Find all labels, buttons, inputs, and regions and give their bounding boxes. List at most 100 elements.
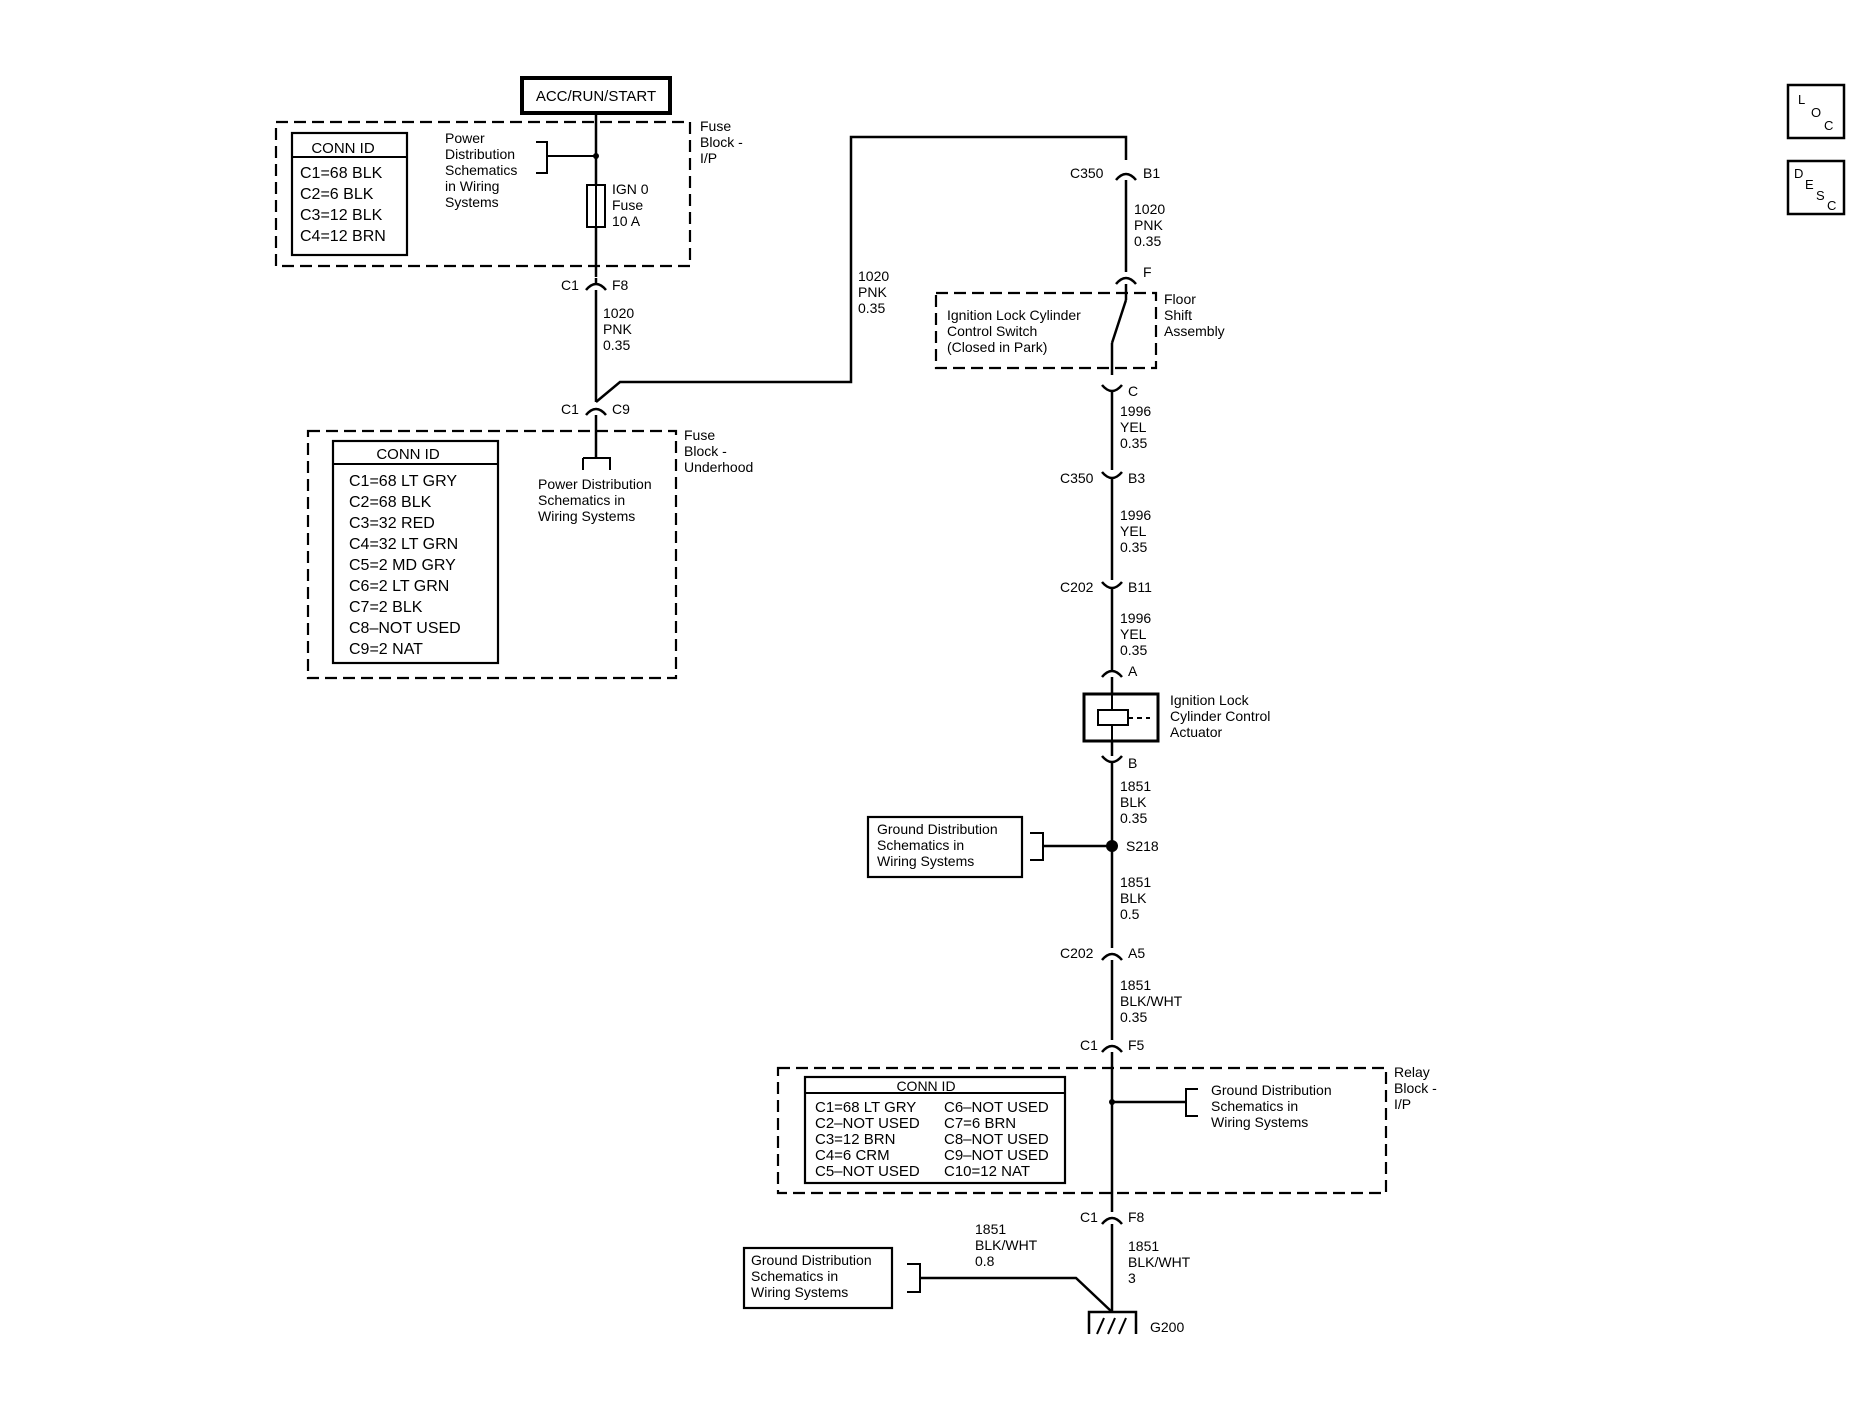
fuse-block-ip-boundary (274, 120, 692, 268)
switch-blade (1110, 299, 1128, 344)
connector-symbol (1101, 755, 1123, 764)
conn-row: C3=12 BRN (815, 1131, 895, 1148)
relay-block-boundary (776, 1066, 1388, 1195)
wire-route (595, 135, 1128, 403)
desc-icon-s: S (1816, 188, 1825, 203)
junction-dot (593, 153, 599, 159)
conn-row: C5=2 MD GRY (349, 557, 456, 574)
connector-c202-label: C202 (1060, 945, 1094, 961)
fuse-block-underhood-conn-table: CONN ID C1=68 LT GRY C2=68 BLK C3=32 RED… (331, 439, 500, 665)
floor-shift-label: Floor Shift Assembly (1164, 291, 1225, 339)
connector-f5-label: F5 (1128, 1037, 1145, 1053)
loc-button[interactable]: L O C (1786, 83, 1846, 140)
fuse-block-ip-label: Fuse Block - I/P (700, 118, 747, 166)
fuse-block-ip-conn-table: CONN ID C1=68 BLK C2=6 BLK C3=12 BLK C4=… (290, 131, 409, 257)
fuse-block-underhood-boundary (306, 429, 678, 680)
connector-f-label: F (1143, 264, 1152, 280)
wire-label-w10: 1851 BLK/WHT 3 (1128, 1238, 1194, 1286)
conn-row: C7=2 BLK (349, 599, 423, 616)
connector-symbol (1101, 581, 1123, 590)
note-bracket (1185, 1088, 1198, 1117)
loc-icon-l: L (1798, 92, 1805, 107)
conn-row: C9=2 NAT (349, 641, 423, 658)
conn-row: C2=6 BLK (300, 186, 374, 203)
conn-id-header: CONN ID (311, 140, 375, 157)
power-distribution-note-2: Power Distribution Schematics in Wiring … (538, 476, 656, 524)
wire-route (920, 1276, 1113, 1313)
conn-row: C4=12 BRN (300, 228, 386, 245)
actuator-coil (1097, 709, 1129, 726)
connector-c1-label: C1 (561, 401, 579, 417)
connector-c350-label: C350 (1070, 165, 1104, 181)
connector-symbol (1101, 669, 1123, 678)
conn-id-header: CONN ID (376, 446, 440, 463)
connector-c1-label: C1 (1080, 1037, 1098, 1053)
conn-row: C5–NOT USED (815, 1163, 920, 1180)
floor-shift-boundary (934, 291, 1158, 370)
ground-label: G200 (1150, 1319, 1184, 1335)
connector-symbol (1115, 172, 1137, 181)
connector-symbol (1101, 1044, 1123, 1053)
power-distribution-note: Power Distribution Schematics in Wiring … (445, 130, 521, 210)
conn-row: C2–NOT USED (815, 1115, 920, 1132)
loc-icon-c: C (1824, 118, 1833, 133)
connector-c1-label: C1 (1080, 1209, 1098, 1225)
connector-f8-label: F8 (612, 277, 629, 293)
connector-symbol (1101, 1216, 1123, 1225)
conn-row: C3=12 BLK (300, 207, 383, 224)
connector-b-label: B (1128, 755, 1137, 771)
connector-c9-label: C9 (612, 401, 630, 417)
conn-row: C6=2 LT GRN (349, 578, 449, 595)
wire-label-w1: 1020 PNK 0.35 (603, 305, 638, 353)
conn-row: C2=68 BLK (349, 494, 432, 511)
conn-row: C1=68 LT GRY (349, 473, 457, 490)
ground-note-box-1 (866, 815, 1024, 879)
conn-row: C6–NOT USED (944, 1099, 1049, 1116)
connector-f8-label: F8 (1128, 1209, 1145, 1225)
actuator-label: Ignition Lock Cylinder Control Actuator (1170, 692, 1274, 740)
ground-symbol (1087, 1310, 1138, 1335)
connector-symbol (1101, 952, 1123, 961)
connector-symbol (585, 407, 607, 416)
ground-note-2: Ground Distribution Schematics in Wiring… (1211, 1082, 1336, 1130)
title-text: ACC/RUN/START (536, 88, 656, 105)
wire-label-w2: 1020 PNK 0.35 (858, 268, 893, 316)
conn-row: C4=32 LT GRN (349, 536, 458, 553)
desc-icon-e: E (1805, 177, 1814, 192)
desc-icon-c: C (1827, 198, 1836, 213)
connector-b11-label: B11 (1128, 579, 1152, 595)
connector-b3-label: B3 (1128, 470, 1145, 486)
wire-label-w8: 1851 BLK 0.5 (1120, 874, 1155, 922)
conn-row: C7=6 BRN (944, 1115, 1016, 1132)
connector-c1-label: C1 (561, 277, 579, 293)
desc-button[interactable]: D E S C (1786, 159, 1846, 216)
fuse-block-underhood-label: Fuse Block - Underhood (684, 427, 753, 475)
ground-note-box-3 (742, 1246, 894, 1310)
connector-a-label: A (1128, 663, 1138, 679)
connector-symbol (1115, 276, 1137, 285)
note-bracket (536, 141, 596, 174)
wire-label-w4: 1996 YEL 0.35 (1120, 403, 1155, 451)
switch-label: Ignition Lock Cylinder Control Switch (C… (947, 307, 1085, 355)
conn-row: C1=68 BLK (300, 165, 383, 182)
wire-label-w6: 1996 YEL 0.35 (1120, 610, 1155, 658)
conn-id-header: CONN ID (896, 1078, 955, 1094)
note-bracket (907, 1263, 921, 1293)
wire-label-w7: 1851 BLK 0.35 (1120, 778, 1155, 826)
ground-note-3: Ground Distribution Schematics in Wiring… (751, 1252, 876, 1300)
conn-row: C8–NOT USED (349, 620, 461, 637)
conn-row: C9–NOT USED (944, 1147, 1049, 1164)
loc-icon-o: O (1811, 105, 1821, 120)
connector-c350-label: C350 (1060, 470, 1094, 486)
wire-label-w11: 1851 BLK/WHT 0.8 (975, 1221, 1041, 1269)
wire-label-w3: 1020 PNK 0.35 (1134, 201, 1169, 249)
conn-row: C1=68 LT GRY (815, 1099, 916, 1116)
conn-row: C3=32 RED (349, 515, 435, 532)
connector-symbol (1101, 471, 1123, 480)
connector-a5-label: A5 (1128, 945, 1145, 961)
conn-row: C8–NOT USED (944, 1131, 1049, 1148)
fuse-label: IGN 0 Fuse 10 A (612, 181, 652, 229)
connector-c-label: C (1128, 383, 1138, 399)
relay-block-label: Relay Block - I/P (1394, 1064, 1441, 1112)
